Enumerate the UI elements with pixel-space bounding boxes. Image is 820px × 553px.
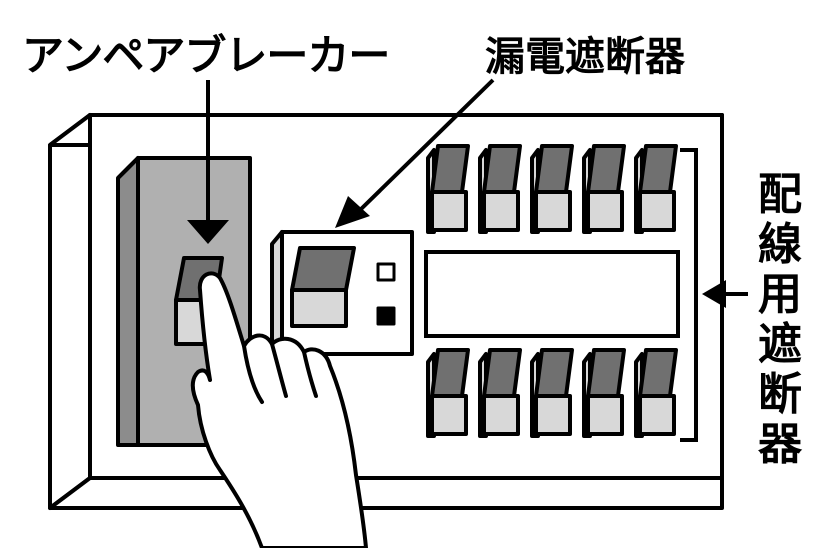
leakage-indicator-off <box>376 262 396 282</box>
ampere-breaker-label: アンペアブレーカー <box>22 31 390 80</box>
branch-breaker-lever[interactable] <box>534 144 574 194</box>
panel-left-side <box>48 113 92 510</box>
branch-breaker-bottom-3[interactable] <box>530 348 574 438</box>
branch-breaker-lever[interactable] <box>638 348 678 398</box>
ampere-arrow <box>187 80 229 244</box>
branch-breakers-top-row <box>426 144 678 234</box>
panel-bottom-side <box>48 476 724 510</box>
leakage-switch-base <box>290 288 348 328</box>
branch-breakers-bottom-row <box>426 348 678 438</box>
branch-breaker-base <box>482 190 520 232</box>
branch-breaker-base <box>534 190 572 232</box>
pointing-hand <box>190 271 368 550</box>
branch-breaker-base <box>430 394 468 436</box>
earth-leakage-breaker-label: 漏電遮断器 <box>485 34 685 80</box>
branch-breaker-lever[interactable] <box>638 144 678 194</box>
branch-breaker-lever[interactable] <box>534 348 574 398</box>
branch-breaker-top-5[interactable] <box>634 144 678 234</box>
branch-breaker-lever[interactable] <box>482 348 522 398</box>
finger-crease-2 <box>270 342 288 398</box>
branch-breaker-base <box>586 190 624 232</box>
branch-breaker-base <box>534 394 572 436</box>
branch-breaker-top-2[interactable] <box>478 144 522 234</box>
branch-breaker-lever[interactable] <box>430 144 470 194</box>
finger-crease-1 <box>242 344 264 404</box>
branch-breaker-base <box>482 394 520 436</box>
wiring-breaker-label: 配線用遮断器 <box>758 169 802 470</box>
branch-breaker-bottom-2[interactable] <box>478 348 522 438</box>
branch-breaker-top-3[interactable] <box>530 144 574 234</box>
branch-breaker-top-1[interactable] <box>426 144 470 234</box>
panel-label-area <box>424 250 680 338</box>
ampere-breaker-side <box>116 156 140 447</box>
branch-breaker-lever[interactable] <box>430 348 470 398</box>
branch-breaker-base <box>430 190 468 232</box>
branch-breaker-bottom-1[interactable] <box>426 348 470 438</box>
leakage-switch-lever[interactable] <box>290 246 356 292</box>
wiring-arrow <box>702 280 748 308</box>
branch-breaker-bottom-5[interactable] <box>634 348 678 438</box>
leakage-arrow <box>335 78 495 228</box>
branch-breaker-base <box>638 394 676 436</box>
branch-breaker-lever[interactable] <box>586 348 626 398</box>
branch-breaker-bottom-4[interactable] <box>582 348 626 438</box>
branch-breaker-top-4[interactable] <box>582 144 626 234</box>
branch-breaker-base <box>586 394 624 436</box>
wiring-breaker-bracket <box>680 148 698 442</box>
branch-breaker-base <box>638 190 676 232</box>
leakage-test-button[interactable] <box>376 306 396 326</box>
finger-crease-3 <box>302 350 318 398</box>
branch-breaker-lever[interactable] <box>482 144 522 194</box>
branch-breaker-lever[interactable] <box>586 144 626 194</box>
